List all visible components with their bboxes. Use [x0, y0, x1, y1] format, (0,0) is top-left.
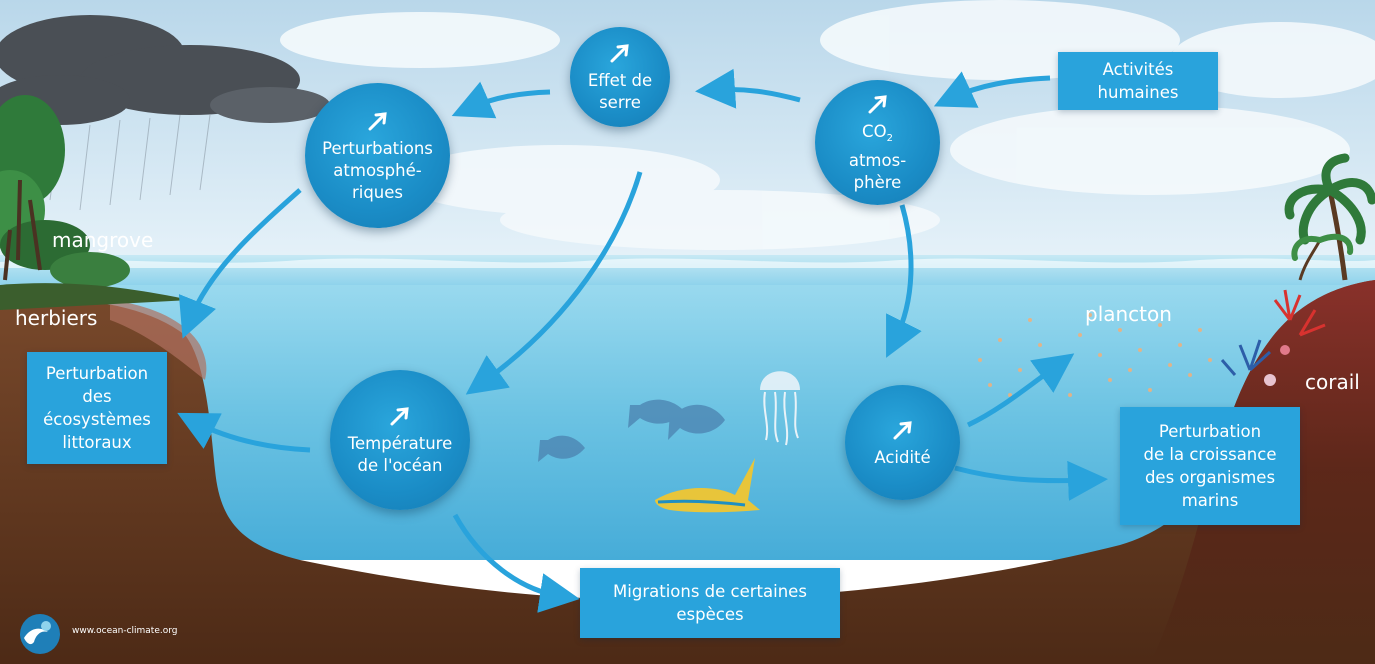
box-perturbation-ecosystemes-littoraux: Perturbationdesécosystèmeslittoraux	[27, 352, 167, 464]
co2-subscript: 2	[887, 133, 893, 144]
node-label-line: Acidité	[874, 447, 930, 469]
increase-arrow-icon	[387, 403, 413, 429]
box-label-line: Migrations de certaines	[613, 580, 807, 603]
box-label-line: littoraux	[62, 431, 131, 454]
node-co2-atmosphere: CO2 atmos- phère	[815, 80, 940, 205]
box-label-line: espèces	[676, 603, 743, 626]
node-label-line: serre	[588, 92, 652, 114]
box-activites-humaines: Activitéshumaines	[1058, 52, 1218, 110]
ocean-climate-logo-icon	[18, 612, 62, 656]
box-label-line: humaines	[1098, 81, 1179, 104]
node-label-line: atmos-	[849, 150, 906, 172]
co2-text: CO	[862, 122, 887, 141]
co2-formula: CO2	[849, 121, 906, 150]
label-corail: corail	[1305, 370, 1360, 394]
node-label-line: phère	[849, 172, 906, 194]
node-effet-de-serre: Effet deserre	[570, 27, 670, 127]
box-label-line: écosystèmes	[43, 408, 151, 431]
box-perturbation-croissance: Perturbationde la croissancedes organism…	[1120, 407, 1300, 525]
box-label-line: des	[82, 385, 111, 408]
node-acidite: Acidité	[845, 385, 960, 500]
node-label-line: Perturbations	[322, 138, 433, 160]
node-temperature-ocean: Températurede l'océan	[330, 370, 470, 510]
box-label-line: marins	[1182, 489, 1239, 512]
increase-arrow-icon	[365, 108, 391, 134]
increase-arrow-icon	[607, 40, 633, 66]
node-label-line: de l'océan	[348, 455, 453, 477]
box-migrations-especes: Migrations de certainesespèces	[580, 568, 840, 638]
box-label-line: Perturbation	[46, 362, 148, 385]
website-url: www.ocean-climate.org	[72, 626, 178, 636]
increase-arrow-icon	[865, 91, 891, 117]
box-label-line: des organismes	[1145, 466, 1275, 489]
box-label-line: de la croissance	[1144, 443, 1277, 466]
node-label-line: Température	[348, 433, 453, 455]
node-label-line: riques	[322, 182, 433, 204]
increase-arrow-icon	[890, 417, 916, 443]
label-plancton: plancton	[1085, 302, 1172, 326]
box-label-line: Activités	[1103, 58, 1174, 81]
label-mangrove: mangrove	[52, 228, 153, 252]
node-label-line: atmosphé-	[322, 160, 433, 182]
label-herbiers: herbiers	[15, 306, 97, 330]
box-label-line: Perturbation	[1159, 420, 1261, 443]
node-label-line: Effet de	[588, 70, 652, 92]
node-perturbations-atmospheriques: Perturbationsatmosphé-riques	[305, 83, 450, 228]
